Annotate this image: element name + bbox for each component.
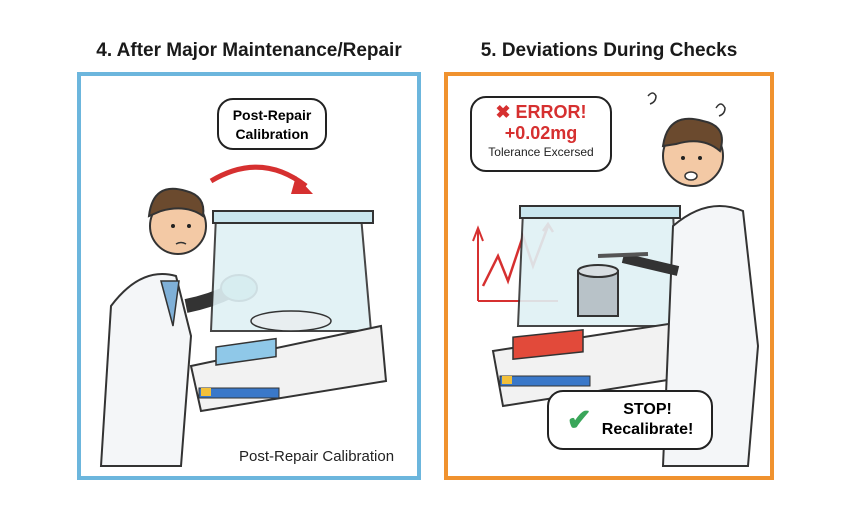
error-speech-bubble: ✖ ERROR! +0.02mg Tolerance Excersed <box>470 96 612 172</box>
error-heading: ERROR! <box>515 102 587 122</box>
error-value: +0.02mg <box>504 123 578 143</box>
bubble-line-2: Calibration <box>235 126 309 142</box>
illustration-technician-cleaning-balance <box>99 164 388 467</box>
stop-line-1: STOP! <box>623 401 672 418</box>
check-mark-icon: ✔ <box>566 403 592 437</box>
panel-4-title: 4. After Major Maintenance/Repair <box>96 40 402 61</box>
post-repair-speech-bubble: Post-Repair Calibration <box>217 98 327 150</box>
panel-deviations: ✖ ERROR! +0.02mg Tolerance Excersed ✔ ST… <box>444 72 774 480</box>
stop-speech-bubble: ✔ STOP! Recalibrate! <box>547 390 713 450</box>
x-mark-icon: ✖ <box>495 102 511 122</box>
panel-caption: Post-Repair Calibration <box>239 448 395 465</box>
bubble-line-1: Post-Repair <box>232 107 312 123</box>
panel-5-title: 5. Deviations During Checks <box>480 40 738 61</box>
error-note: Tolerance Excersed <box>488 145 594 159</box>
stop-line-2: Recalibrate! <box>601 421 694 438</box>
panel-after-repair: Post-Repair Calibration Post-Repair Cali… <box>77 72 421 480</box>
